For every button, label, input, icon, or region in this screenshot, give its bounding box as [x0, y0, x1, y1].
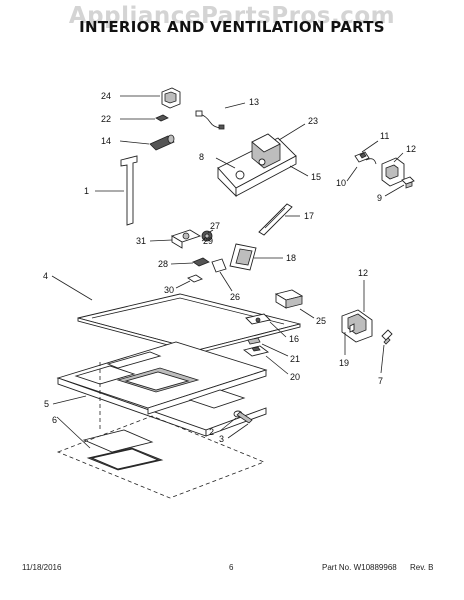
callout-22: 22 — [101, 114, 111, 124]
part-16 — [245, 313, 271, 325]
watermark: AppliancePartsPros.com — [68, 3, 396, 29]
callout-26: 26 — [230, 292, 240, 302]
callout-2: 2 — [209, 427, 214, 437]
callout-9: 9 — [377, 193, 382, 203]
part-5 — [56, 341, 268, 437]
callout-18: 18 — [286, 253, 296, 263]
part-14 — [149, 134, 175, 151]
callout-19: 19 — [339, 358, 349, 368]
callout-21: 21 — [290, 354, 300, 364]
callout-10: 10 — [336, 178, 346, 188]
callout-15: 15 — [311, 172, 321, 182]
callout-29: 29 — [203, 236, 213, 246]
callout-24: 24 — [101, 91, 111, 101]
part-30 — [187, 274, 203, 283]
part-7 — [381, 329, 393, 345]
part-1 — [120, 155, 138, 226]
callout-17: 17 — [304, 211, 314, 221]
callout-6: 6 — [52, 415, 57, 425]
part-27-29 — [201, 230, 213, 242]
part-26 — [211, 258, 227, 273]
callout-11: 11 — [380, 131, 389, 141]
part-13 — [195, 110, 225, 130]
callout-12-lower: 12 — [358, 268, 368, 278]
callout-27: 27 — [210, 221, 220, 231]
part-6 — [56, 415, 266, 499]
callout-20: 20 — [290, 372, 300, 382]
part-18 — [229, 243, 257, 271]
part-8-23 — [217, 133, 297, 198]
callout-14: 14 — [101, 136, 111, 146]
part-20 — [242, 345, 270, 357]
callout-3: 3 — [219, 434, 224, 444]
part-31 — [170, 229, 202, 249]
part-12-lower — [341, 309, 373, 343]
footer-rev: Rev. B — [410, 563, 434, 572]
part-22 — [155, 114, 169, 122]
callout-16: 16 — [289, 334, 299, 344]
page-title: INTERIOR AND VENTILATION PARTS — [79, 18, 385, 36]
footer-date: 11/18/2016 — [22, 563, 62, 572]
callout-28: 28 — [158, 259, 168, 269]
callout-31: 31 — [136, 236, 146, 246]
callout-23: 23 — [308, 116, 318, 126]
part-17 — [258, 203, 293, 236]
part-25 — [274, 289, 304, 309]
callout-1: 1 — [84, 186, 89, 196]
callout-5: 5 — [44, 399, 49, 409]
footer-page: 6 — [229, 563, 234, 572]
part-11-10 — [354, 151, 377, 165]
part-4 — [77, 293, 301, 354]
part-28 — [192, 257, 210, 267]
callout-12: 12 — [406, 144, 416, 154]
footer-part-no: Part No. W10889968 — [322, 563, 397, 572]
part-12-upper — [381, 157, 405, 187]
callout-13: 13 — [249, 97, 259, 107]
callout-8: 8 — [199, 152, 204, 162]
callout-7: 7 — [378, 376, 383, 386]
callout-4: 4 — [43, 271, 48, 281]
callout-25: 25 — [316, 316, 326, 326]
part-21 — [247, 337, 261, 345]
callouts: 24 13 22 23 14 8 11 12 10 15 1 9 17 27 3… — [43, 91, 416, 444]
part-9 — [401, 176, 415, 189]
part-24 — [161, 87, 181, 109]
callout-30: 30 — [164, 285, 174, 295]
part-2-3 — [233, 410, 253, 424]
